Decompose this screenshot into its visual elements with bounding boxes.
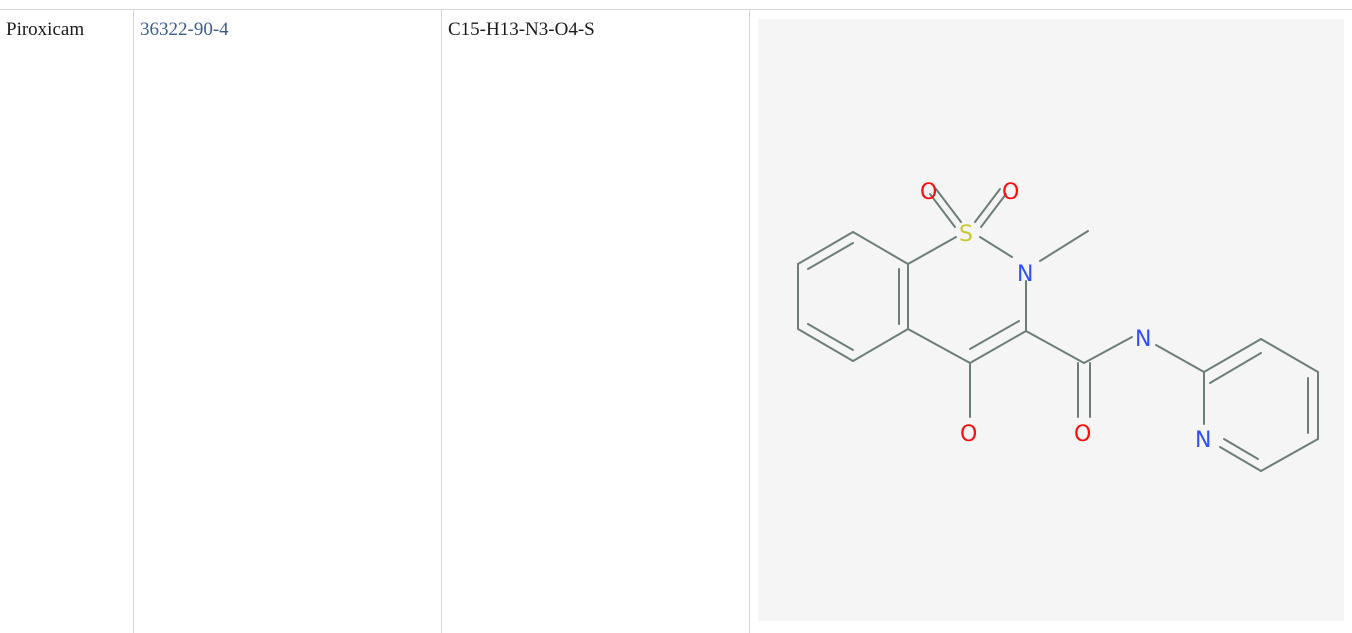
bond xyxy=(1039,230,1089,262)
bond-inner xyxy=(1223,438,1259,460)
bond xyxy=(1260,338,1319,373)
compound-name-cell: Piroxicam xyxy=(0,10,133,633)
formula-cell: C15-H13-N3-O4-S xyxy=(441,10,749,633)
atom-nitrogen: N xyxy=(1195,428,1211,453)
bond xyxy=(1203,338,1262,373)
bond-inner xyxy=(807,323,854,351)
bond-inner xyxy=(807,242,854,270)
bond xyxy=(980,193,1007,228)
atom-nitrogen: N xyxy=(1017,262,1033,287)
bond xyxy=(935,188,962,223)
bond xyxy=(852,328,909,362)
bond-inner xyxy=(969,320,1020,350)
bond xyxy=(797,231,854,265)
bond xyxy=(974,188,1001,223)
bond xyxy=(1155,344,1205,373)
atom-oxygen: O xyxy=(920,180,937,205)
bond xyxy=(852,231,909,265)
atom-oxygen: O xyxy=(1074,422,1091,447)
bond xyxy=(1260,438,1319,472)
atom-oxygen: O xyxy=(1002,180,1019,205)
structure-image: O O S N N O O N xyxy=(758,19,1344,621)
bond xyxy=(1219,446,1262,472)
cas-number-cell: 36322-90-4 xyxy=(133,10,441,633)
bond xyxy=(929,193,956,228)
atom-nitrogen: N xyxy=(1135,327,1151,352)
bond xyxy=(969,330,1027,364)
bond xyxy=(907,236,957,265)
atom-sulfur: S xyxy=(959,222,973,247)
bond xyxy=(797,328,854,362)
compound-name: Piroxicam xyxy=(6,19,85,40)
molecular-formula: C15-H13-N3-O4-S xyxy=(448,19,595,40)
atom-oxygen: O xyxy=(960,422,977,447)
bond-inner xyxy=(1209,352,1262,384)
bond xyxy=(1025,330,1085,364)
structure-cell: O O S N N O O N xyxy=(749,10,1352,633)
cas-number-link[interactable]: 36322-90-4 xyxy=(140,19,229,40)
compound-table-row: Piroxicam 36322-90-4 C15-H13-N3-O4-S xyxy=(0,9,1352,633)
bond xyxy=(1083,336,1133,364)
chemical-structure-drawing: O O S N N O O N xyxy=(797,180,1319,472)
bond xyxy=(907,328,971,364)
bond xyxy=(979,236,1013,258)
